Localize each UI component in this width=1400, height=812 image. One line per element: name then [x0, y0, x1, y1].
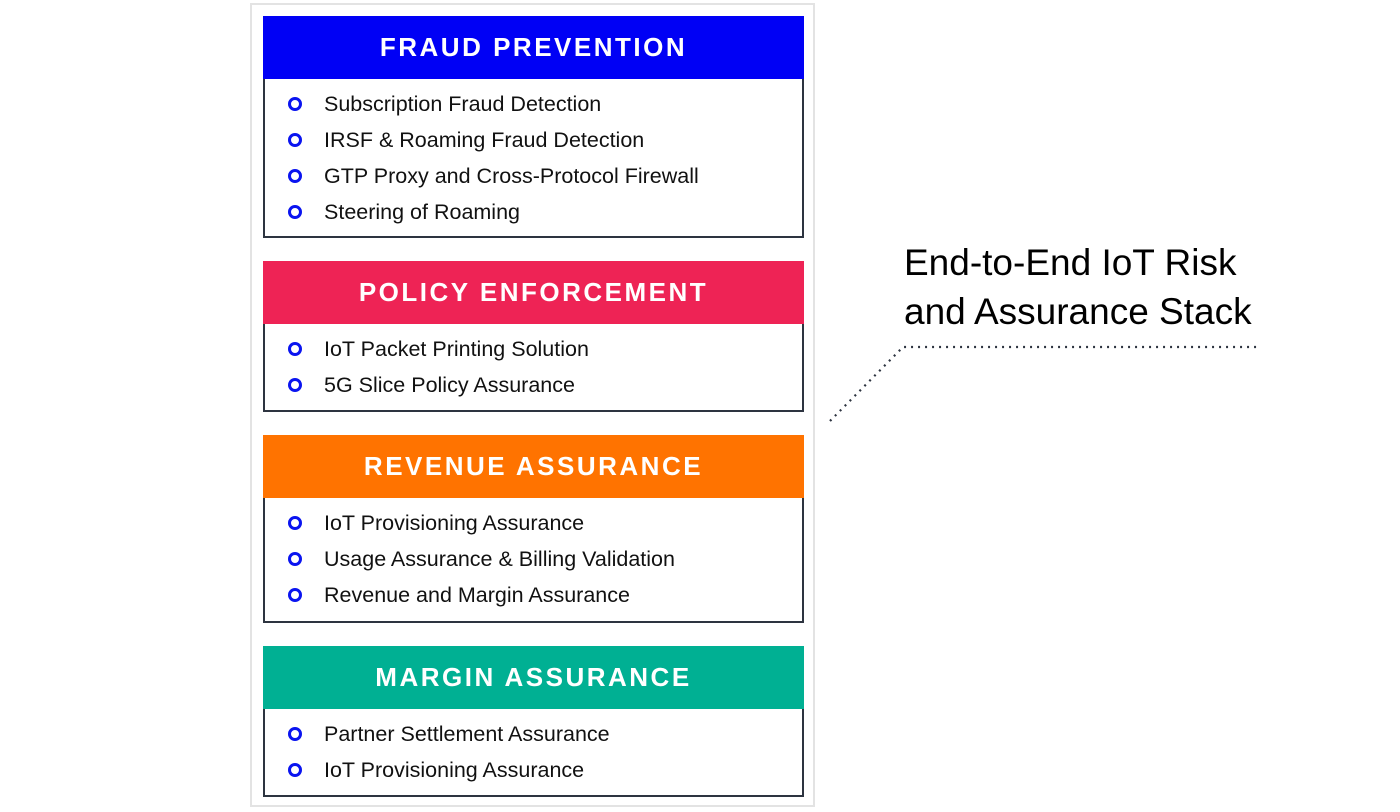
- item-label: Revenue and Margin Assurance: [324, 582, 630, 607]
- item-label: 5G Slice Policy Assurance: [324, 372, 575, 397]
- item-label: Usage Assurance & Billing Validation: [324, 546, 675, 571]
- bullet-icon: [288, 727, 302, 741]
- list-item: IRSF & Roaming Fraud Detection: [265, 122, 802, 158]
- bullet-icon: [288, 378, 302, 392]
- item-label: IoT Packet Printing Solution: [324, 336, 589, 361]
- item-label: GTP Proxy and Cross-Protocol Firewall: [324, 163, 699, 188]
- title-line: End-to-End IoT Risk: [904, 242, 1237, 283]
- section-heading: MARGIN ASSURANCE: [263, 646, 804, 709]
- list-item: IoT Provisioning Assurance: [265, 505, 802, 541]
- stack-container: [250, 3, 815, 807]
- bullet-icon: [288, 205, 302, 219]
- list-item: Steering of Roaming: [265, 194, 802, 230]
- list-item: Partner Settlement Assurance: [265, 716, 802, 752]
- item-label: Subscription Fraud Detection: [324, 91, 602, 116]
- connector-line: [829, 345, 1260, 422]
- section-fraud-prevention: FRAUD PREVENTION Subscription Fraud Dete…: [263, 16, 804, 238]
- section-heading: POLICY ENFORCEMENT: [263, 261, 804, 324]
- item-label: IoT Provisioning Assurance: [324, 757, 585, 782]
- section-revenue-assurance: REVENUE ASSURANCE IoT Provisioning Assur…: [263, 435, 804, 623]
- list-item: IoT Provisioning Assurance: [265, 752, 802, 788]
- bullet-icon: [288, 516, 302, 530]
- title-line: and Assurance Stack: [904, 291, 1252, 332]
- bullet-icon: [288, 763, 302, 777]
- item-label: IRSF & Roaming Fraud Detection: [324, 127, 645, 152]
- list-item: 5G Slice Policy Assurance: [265, 367, 802, 403]
- bullet-icon: [288, 552, 302, 566]
- section-policy-enforcement: POLICY ENFORCEMENT IoT Packet Printing S…: [263, 261, 804, 412]
- bullet-icon: [288, 133, 302, 147]
- bullet-icon: [288, 97, 302, 111]
- item-label: IoT Provisioning Assurance: [324, 510, 585, 535]
- list-item: Subscription Fraud Detection: [265, 86, 802, 122]
- section-heading: REVENUE ASSURANCE: [263, 435, 804, 498]
- list-item: IoT Packet Printing Solution: [265, 331, 802, 367]
- section-heading: FRAUD PREVENTION: [263, 16, 804, 79]
- bullet-icon: [288, 169, 302, 183]
- stack-title: End-to-End IoT Risk and Assurance Stack: [904, 238, 1252, 336]
- item-label: Steering of Roaming: [324, 199, 520, 224]
- item-label: Partner Settlement Assurance: [324, 721, 610, 746]
- list-item: GTP Proxy and Cross-Protocol Firewall: [265, 158, 802, 194]
- list-item: Usage Assurance & Billing Validation: [265, 541, 802, 577]
- bullet-icon: [288, 342, 302, 356]
- bullet-icon: [288, 588, 302, 602]
- list-item: Revenue and Margin Assurance: [265, 577, 802, 613]
- section-margin-assurance: MARGIN ASSURANCE Partner Settlement Assu…: [263, 646, 804, 797]
